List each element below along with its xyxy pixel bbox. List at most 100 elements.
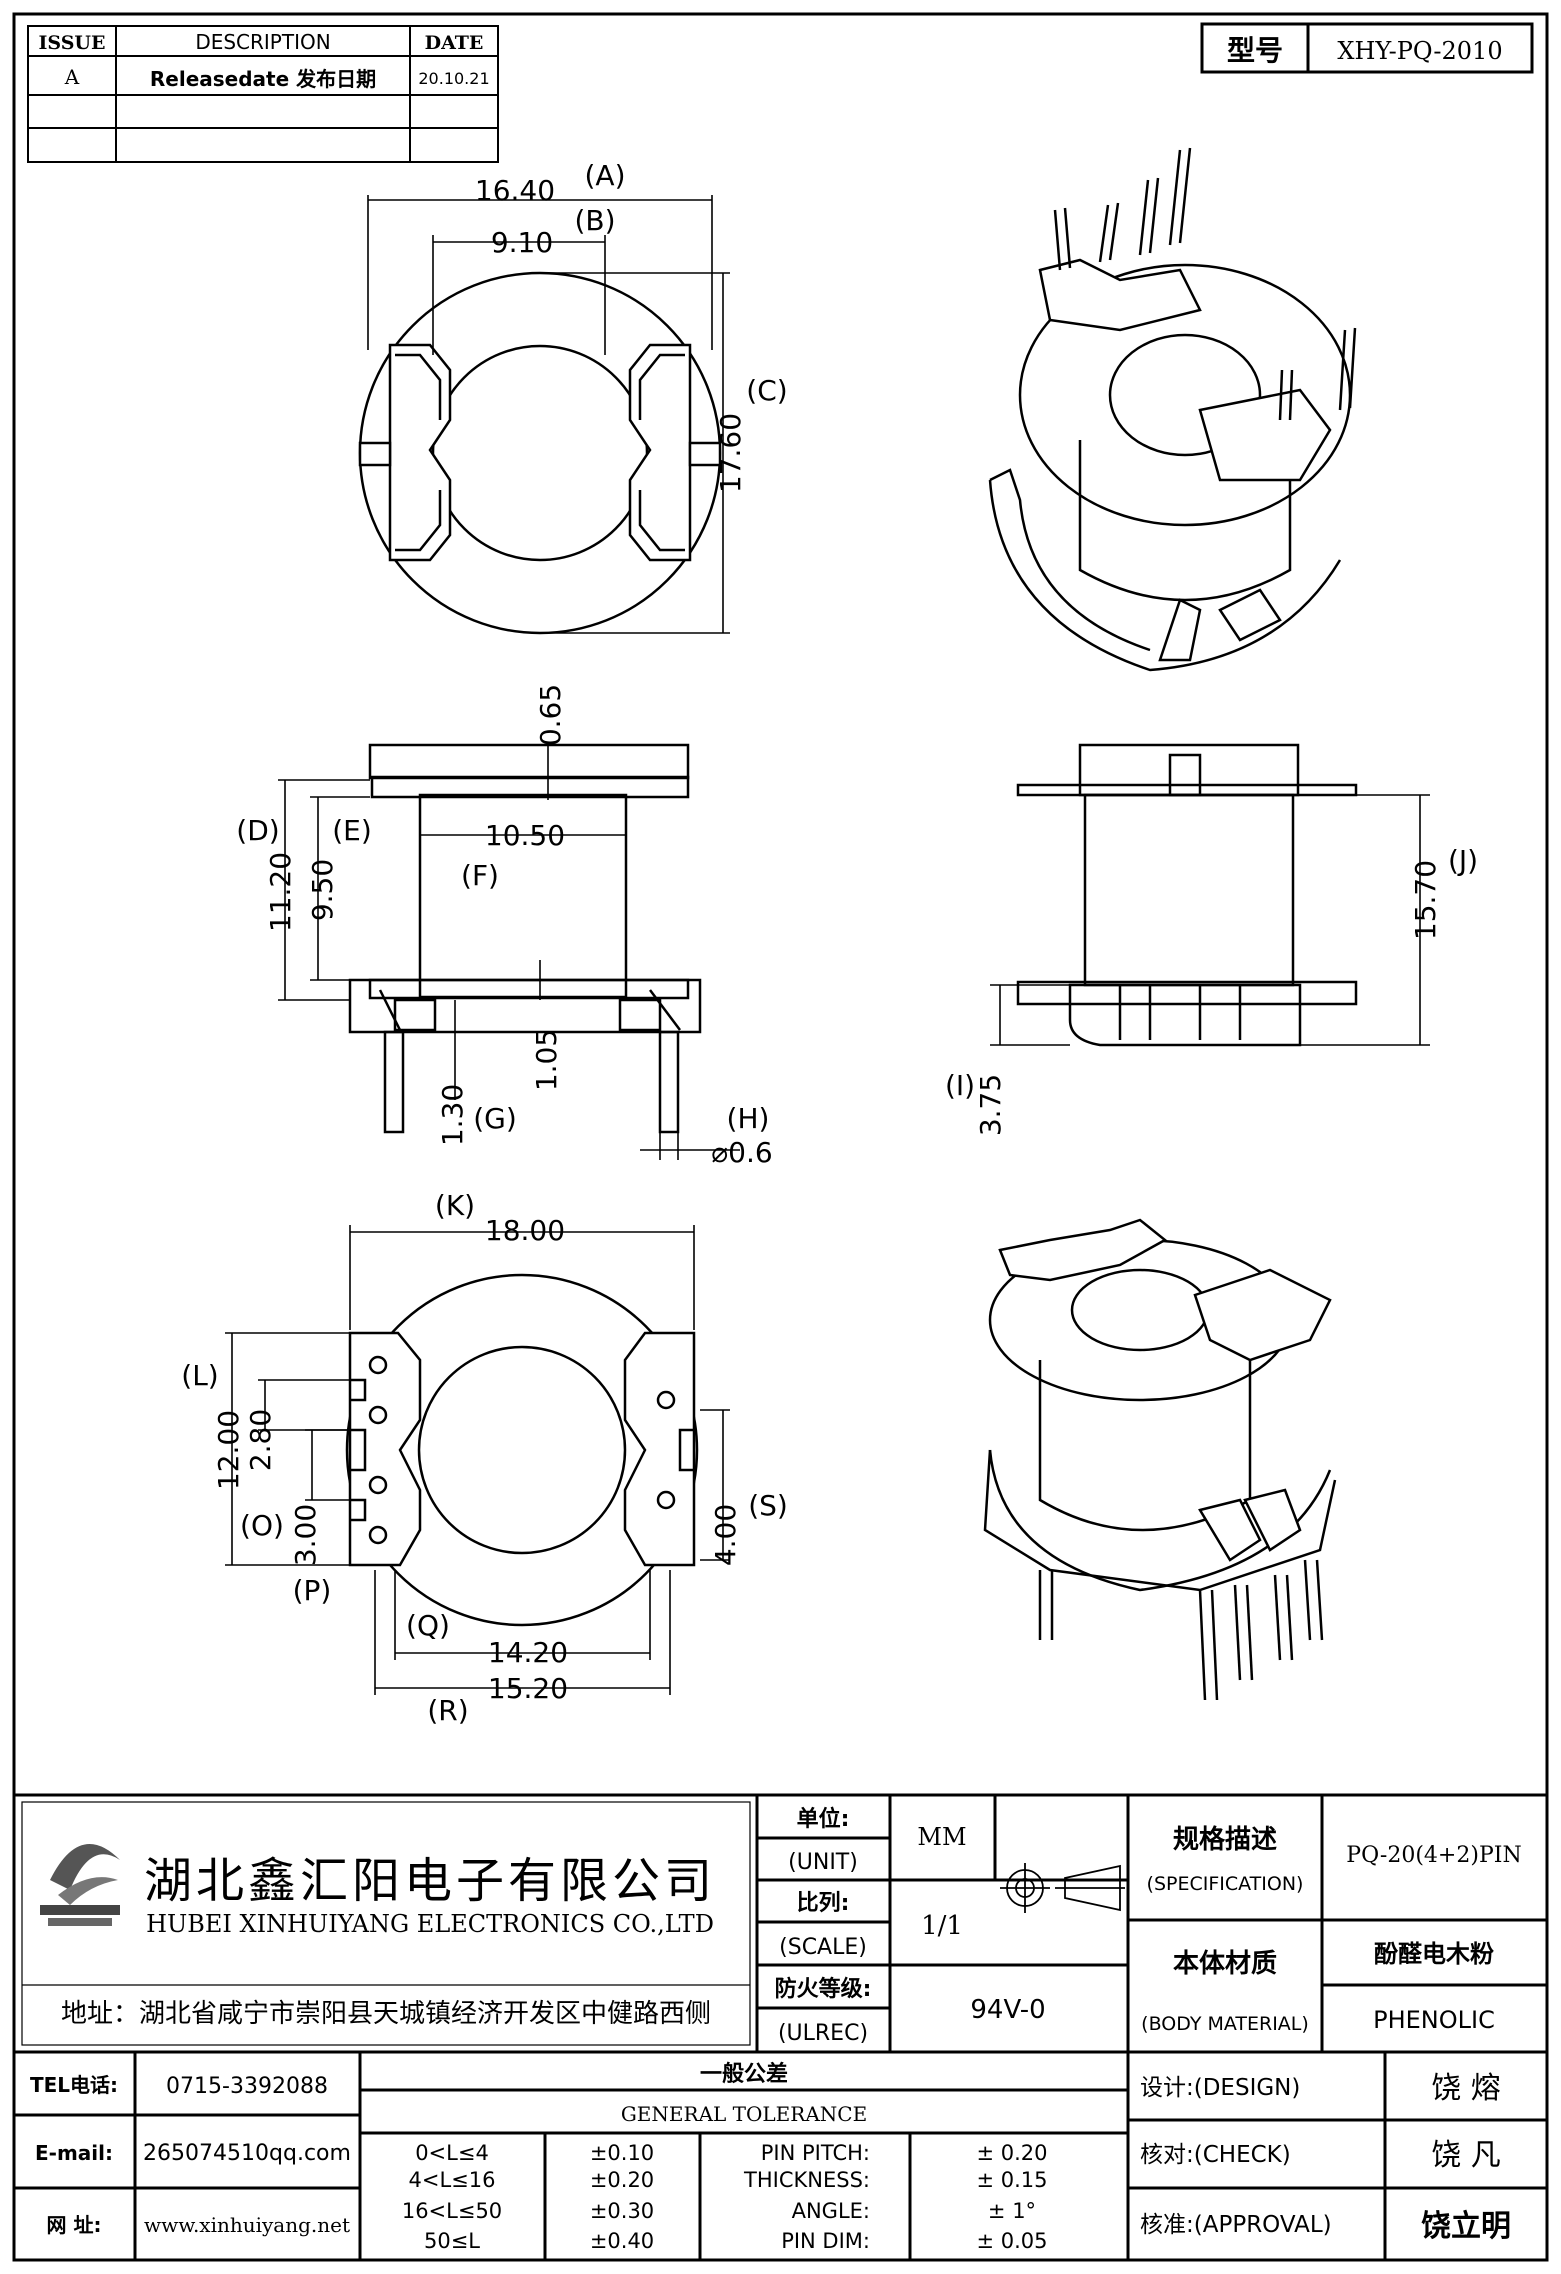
scale-en: (SCALE) (779, 1935, 867, 1960)
spec-cn: 规格描述 (1173, 1824, 1277, 1855)
dim-l-value: 12.00 (212, 1410, 245, 1490)
dim-p-value: 3.00 (289, 1504, 322, 1566)
tolerance-special-1: THICKNESS: (743, 2168, 870, 2192)
dim-r-tag: (R) (427, 1694, 468, 1727)
bottom-view-dims (225, 1225, 730, 1695)
dim-s-tag: (S) (748, 1489, 788, 1522)
tolerance-tol-1: ±0.20 (590, 2168, 654, 2192)
bottom-view-drawing (345, 1273, 699, 1627)
rev-header-issue: ISSUE (39, 32, 106, 54)
dim-f-value: 10.50 (485, 819, 565, 852)
email-label: E-mail: (35, 2141, 113, 2165)
projection-symbol-icon (1000, 1863, 1125, 1913)
dim-s-value: 4.00 (709, 1504, 742, 1566)
dim-a-value: 16.40 (475, 174, 555, 207)
company-logo (40, 1844, 120, 1926)
email-value: 265074510qq.com (143, 2141, 351, 2166)
dim-o-tag: (O) (240, 1509, 284, 1542)
dim-b-tag: (B) (574, 204, 615, 237)
material-value-cn: 酚醛电木粉 (1374, 1940, 1494, 1968)
dim-d-value: 11.20 (264, 852, 297, 932)
tolerance-range-3: 50≤L (424, 2229, 480, 2253)
dim-l-tag: (L) (181, 1359, 218, 1392)
dim-d-tag: (D) (236, 814, 279, 847)
dim-e-tag: (E) (332, 814, 372, 847)
unit-cn: 单位: (797, 1806, 850, 1832)
dim-c-tag: (C) (746, 374, 787, 407)
tolerance-tol-3: ±0.40 (590, 2229, 654, 2253)
approval-label: 核准:(APPROVAL) (1140, 2212, 1332, 2238)
front-view-dims (990, 794, 1430, 1046)
dim-i-value: 3.75 (974, 1074, 1007, 1136)
rev-header-date: DATE (425, 32, 484, 54)
dim-i-tag: (I) (945, 1069, 975, 1102)
dim-b-value: 9.10 (491, 226, 553, 259)
spec-en: (SPECIFICATION) (1147, 1873, 1304, 1895)
dim-j-tag: (J) (1448, 844, 1478, 877)
ulrec-en: (ULREC) (778, 2021, 868, 2046)
front-view-drawing (1016, 743, 1358, 1047)
dim-e-value: 9.50 (306, 859, 339, 921)
material-value-en: PHENOLIC (1373, 2006, 1495, 2034)
tolerance-title-cn: 一般公差 (700, 2061, 788, 2087)
tolerance-special-3: PIN DIM: (781, 2229, 870, 2253)
check-name: 饶 凡 (1431, 2138, 1501, 2173)
design-label: 设计:(DESIGN) (1140, 2075, 1300, 2101)
tolerance-range-2: 16<L≤50 (402, 2199, 502, 2223)
tolerance-special-tol-2: ± 1° (988, 2199, 1036, 2223)
top-view-drawing (358, 271, 722, 635)
title-block-frame (14, 1793, 1547, 2260)
dim-c-value: 17.60 (714, 413, 747, 493)
rev-row-description: Releasedate 发布日期 (150, 67, 376, 91)
company-address: 地址：湖北省咸宁市崇阳县天城镇经济开发区中健路西侧 (61, 1999, 711, 2029)
tolerance-title-en: GENERAL TOLERANCE (621, 2102, 867, 2126)
scale-cn: 比列: (797, 1891, 850, 1916)
spec-value: PQ-20(4+2)PIN (1346, 1843, 1521, 1868)
material-en: (BODY MATERIAL) (1141, 2013, 1309, 2035)
rev-header-description: DESCRIPTION (195, 30, 330, 54)
unit-value: MM (917, 1823, 966, 1851)
web-label: 网 址: (47, 2213, 102, 2237)
tolerance-special-tol-0: ± 0.20 (976, 2141, 1047, 2165)
dim-h-value: ⌀0.6 (711, 1136, 772, 1169)
company-name-en: HUBEI XINHUIYANG ELECTRONICS CO.,LTD (146, 1910, 714, 1938)
revision-table (27, 25, 499, 163)
rev-row-issue: A (64, 65, 80, 89)
dim-k-tag: (K) (435, 1189, 475, 1222)
dim-o-value: 2.80 (244, 1409, 277, 1471)
dim-q-tag: (Q) (406, 1609, 450, 1642)
dim-g-value: 1.30 (436, 1084, 469, 1146)
ulrec-cn: 防火等级: (775, 1976, 872, 2002)
model-label: 型号 (1227, 34, 1283, 67)
isometric-view-top (988, 147, 1357, 672)
design-name: 饶 熔 (1431, 2071, 1501, 2106)
ulrec-value: 94V-0 (970, 1995, 1045, 2025)
scale-value: 1/1 (921, 1911, 963, 1941)
tolerance-special-0: PIN PITCH: (761, 2141, 870, 2165)
dim-a-tag: (A) (584, 159, 625, 192)
tolerance-special-tol-3: ± 0.05 (976, 2229, 1047, 2253)
dim-r-value: 15.20 (488, 1672, 568, 1705)
approval-name: 饶立明 (1421, 2209, 1511, 2244)
tel-label: TEL电话: (30, 2073, 118, 2097)
material-cn: 本体材质 (1173, 1949, 1277, 1979)
tel-value: 0715-3392088 (166, 2074, 328, 2099)
rev-row-date: 20.10.21 (418, 69, 489, 88)
dim-q-value: 14.20 (488, 1636, 568, 1669)
web-value: www.xinhuiyang.net (144, 2213, 350, 2237)
tolerance-tol-2: ±0.30 (590, 2199, 654, 2223)
dim-g-tag: (G) (473, 1102, 517, 1135)
dim-flange-value: 1.05 (530, 1029, 563, 1091)
dim-h-tag: (H) (727, 1102, 770, 1135)
tolerance-range-0: 0<L≤4 (415, 2141, 489, 2165)
title-block-inner-lines (21, 1801, 751, 2046)
tolerance-tol-0: ±0.10 (590, 2141, 654, 2165)
company-name-cn: 湖北鑫汇阳电子有限公司 (144, 1853, 716, 1909)
isometric-view-bottom (983, 1218, 1337, 1701)
side-view-drawing (348, 743, 702, 1134)
tolerance-special-tol-1: ± 0.15 (976, 2168, 1047, 2192)
check-label: 核对:(CHECK) (1140, 2142, 1291, 2168)
dim-f-tag: (F) (461, 859, 499, 892)
model-box (1200, 22, 1534, 74)
